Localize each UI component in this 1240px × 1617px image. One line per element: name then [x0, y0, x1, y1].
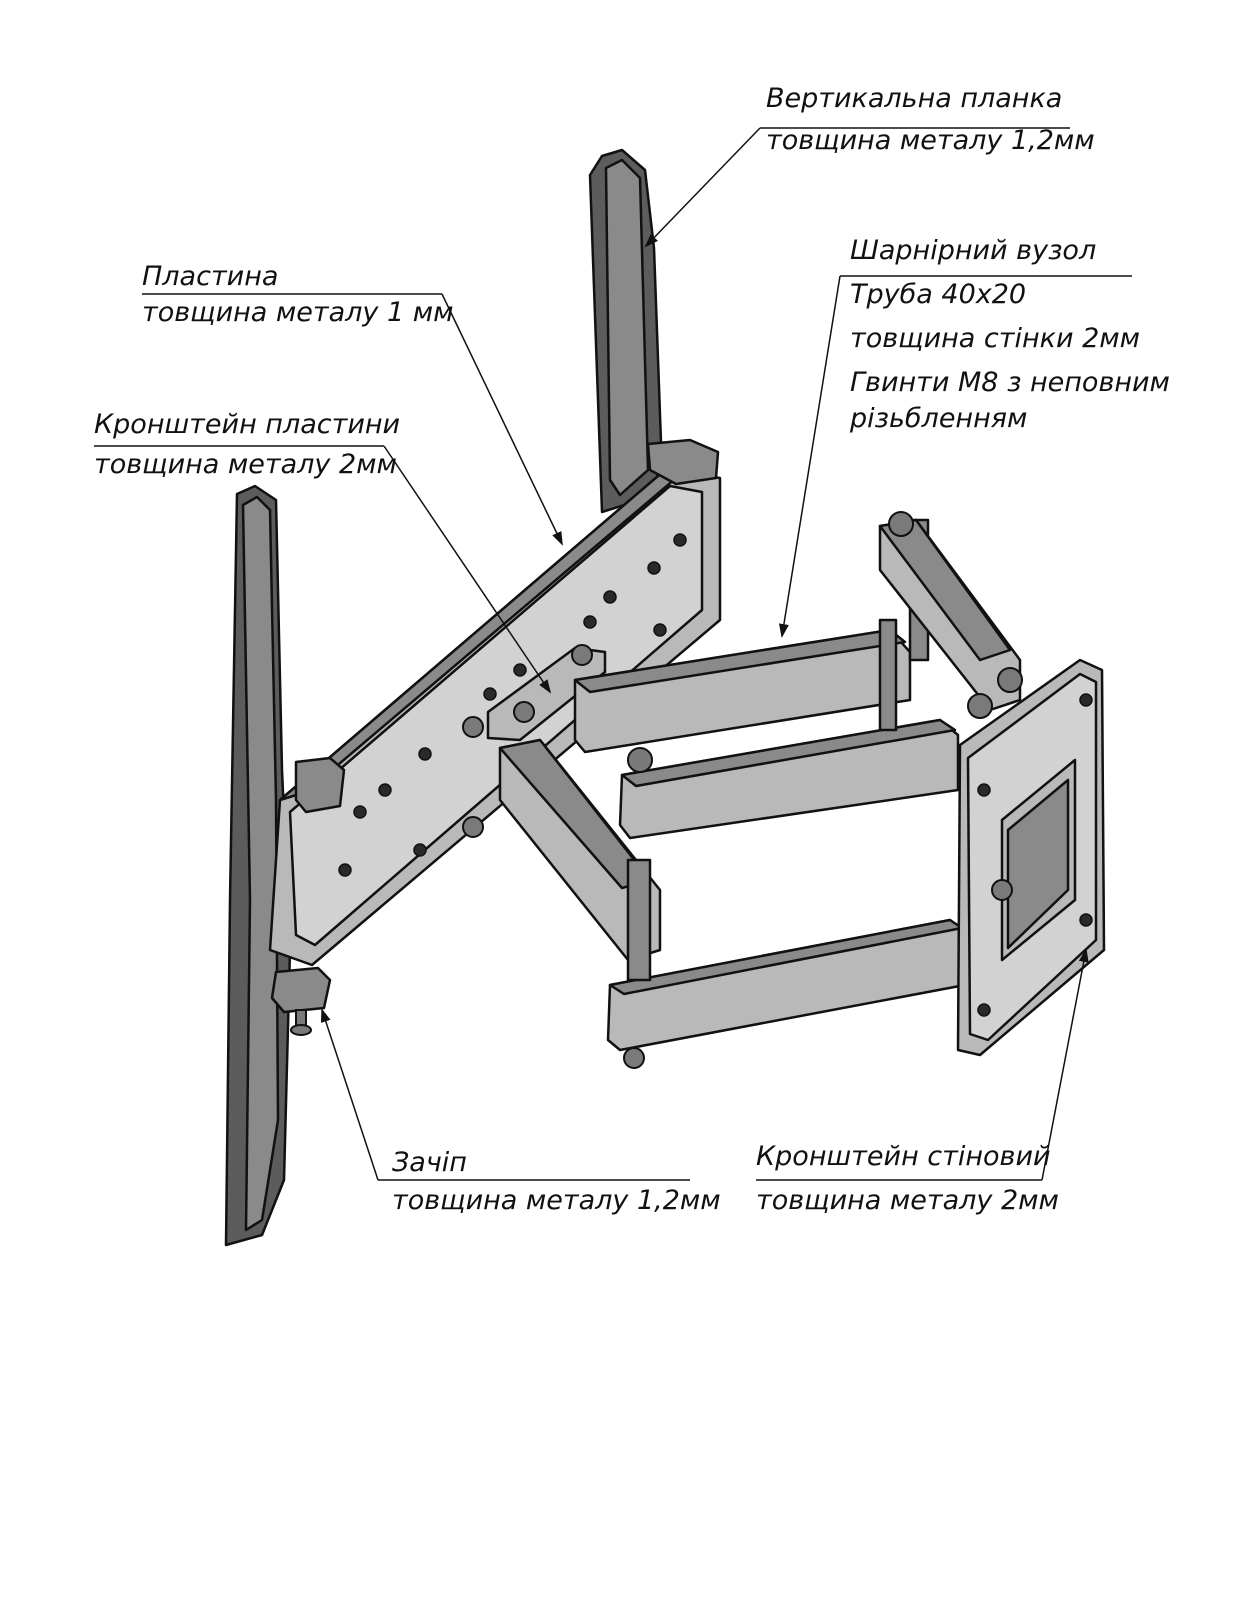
plate-bracket — [486, 644, 607, 742]
wall-bracket-name: Кронштейн стіновий — [756, 1141, 1051, 1172]
latch-thickness: товщина металу 1,2мм — [392, 1185, 721, 1216]
wall-bracket-thickness: товщина металу 2мм — [756, 1185, 1059, 1216]
latch-name: Зачіп — [392, 1147, 467, 1178]
latch — [270, 966, 332, 1036]
hinge-unit-pipe: Труба 40х20 — [850, 279, 1027, 310]
plate-holes — [338, 533, 687, 877]
hinge-unit — [462, 511, 1022, 1069]
vertical-strip-thickness: товщина металу 1,2мм — [766, 125, 1095, 156]
hinge-unit-name: Шарнірний вузол — [850, 235, 1097, 266]
vertical-strip-right — [588, 148, 664, 514]
plate-bracket-thickness: товщина металу 2мм — [94, 449, 397, 480]
wall-bracket — [956, 658, 1106, 1057]
hinge-unit-screws-line1: Гвинти М8 з неповним — [850, 367, 1170, 398]
top-clip — [294, 438, 720, 814]
plate-thickness: товщина металу 1 мм — [142, 297, 454, 328]
plate-name: Пластина — [142, 261, 279, 292]
hinge-unit-screws-line2: різьбленням — [850, 403, 1028, 434]
vertical-strip-name: Вертикальна планка — [766, 83, 1063, 114]
vertical-strip-left — [224, 484, 292, 1247]
plate-bracket-name: Кронштейн пластини — [94, 409, 401, 440]
hinge-unit-wall: товщина стінки 2мм — [850, 323, 1140, 354]
leader-lines — [94, 127, 1132, 1181]
